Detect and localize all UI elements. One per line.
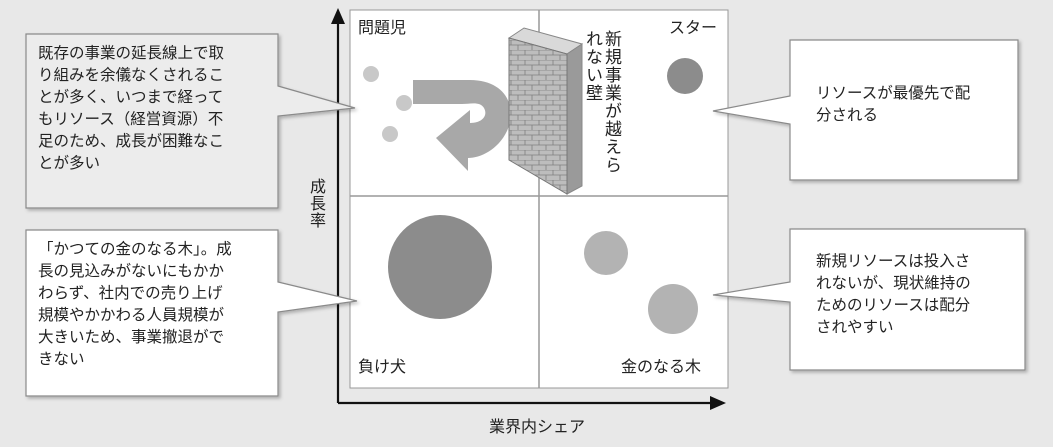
callout-star bbox=[712, 39, 1019, 181]
callout-cash-cow bbox=[712, 228, 1026, 371]
bounce-arrow bbox=[413, 80, 511, 171]
brick-wall bbox=[508, 37, 568, 195]
cash-cow-circle bbox=[648, 284, 698, 334]
wall-caption: 新規事業が越えられない壁 bbox=[582, 30, 621, 174]
callout-dog bbox=[25, 229, 358, 397]
small-circle bbox=[382, 126, 398, 142]
quadrant-label-star: スター bbox=[669, 18, 718, 37]
small-circle bbox=[363, 66, 379, 82]
quadrant-label-problem-child: 問題児 bbox=[358, 18, 407, 37]
small-circle bbox=[396, 95, 412, 111]
y-axis-label: 成長率 bbox=[307, 178, 326, 229]
wall-side bbox=[566, 43, 583, 195]
dog-circle bbox=[388, 215, 492, 319]
callout-problem-child bbox=[25, 33, 356, 209]
y-axis-arrowhead bbox=[331, 8, 345, 24]
x-axis-arrowhead bbox=[710, 396, 726, 410]
star-circle bbox=[667, 58, 703, 94]
cash-cow-circle bbox=[584, 231, 628, 275]
x-axis-label: 業界内シェア bbox=[489, 417, 586, 436]
quadrant-label-dog: 負け犬 bbox=[358, 357, 407, 376]
quadrant-label-cash-cow: 金のなる木 bbox=[621, 357, 702, 376]
